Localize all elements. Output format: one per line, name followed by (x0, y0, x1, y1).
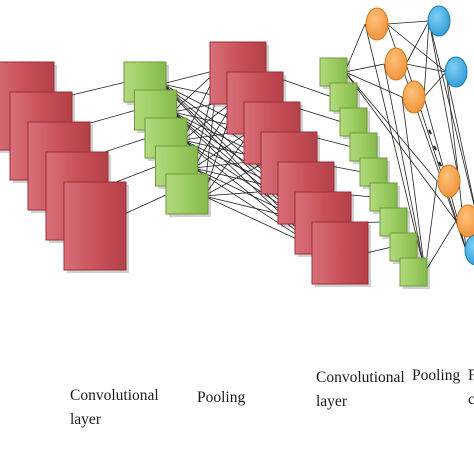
connection-line (428, 20, 474, 207)
hidden-neuron (437, 164, 461, 198)
pooling-layer-1 (123, 61, 211, 217)
conv-layer-1 (0, 61, 129, 273)
pool2-feature-map (319, 57, 348, 87)
hidden-neuron (384, 47, 408, 81)
connection-line (386, 23, 447, 73)
connection-line (161, 69, 219, 85)
connection-line (405, 20, 430, 65)
caption-line: c (468, 391, 474, 408)
connection-line (344, 23, 366, 73)
pooling-layer-1-caption: Pooling (197, 386, 245, 410)
caption-line: Pooling (197, 389, 246, 406)
hidden-neuron (402, 80, 426, 114)
hidden-neuron (365, 7, 389, 41)
pool2-feature-map (399, 257, 428, 287)
conv-layer-2-caption: Convolutional layer (316, 366, 405, 414)
output-neuron (444, 56, 468, 88)
connection-line (364, 23, 426, 273)
connection-line (182, 99, 236, 141)
caption-line: layer (316, 393, 347, 410)
connection-line (423, 20, 430, 98)
connection-line (424, 180, 438, 273)
connection-line (424, 220, 457, 273)
pool2-feature-map (349, 132, 378, 162)
connection-line (386, 20, 430, 25)
pool2-feature-map (379, 207, 408, 237)
pooling-layer-2 (319, 57, 430, 289)
caption-line: Convolutional (316, 369, 405, 386)
connection-line (365, 246, 393, 254)
conv-layer-1-caption: Convolutional layer (70, 384, 159, 432)
pool2-feature-map (329, 82, 358, 112)
connection-line (445, 71, 474, 205)
caption-line: Convolutional (70, 387, 159, 404)
pool2-feature-map (369, 182, 398, 212)
pooling-layer-2-caption: Pooling (412, 364, 460, 388)
ellipsis-mark (428, 129, 432, 135)
pool2-feature-map (339, 107, 368, 137)
caption-line: layer (70, 411, 101, 428)
ellipsis-mark (433, 145, 437, 151)
connection-line (445, 71, 460, 182)
connection-line (428, 20, 460, 182)
fully-connected-layer (365, 5, 474, 266)
output-neuron (464, 234, 474, 266)
pool2-feature-map (359, 157, 388, 187)
conv1-feature-map (63, 181, 127, 271)
fully-connected-caption: F c (468, 364, 474, 412)
connection-line (344, 71, 403, 98)
pool2-feature-map (389, 232, 418, 262)
connection-line (344, 71, 438, 182)
caption-line: F (468, 367, 474, 384)
hidden-neuron (456, 204, 474, 238)
caption-line: Pooling (412, 367, 461, 384)
conv-layer-2 (209, 41, 371, 287)
connection-line (401, 96, 426, 273)
connection-line (344, 63, 385, 73)
ellipsis-mark (438, 161, 442, 167)
conv2-feature-map (311, 221, 369, 285)
connection-line (203, 159, 270, 197)
connection-line (193, 129, 253, 169)
output-neuron (427, 5, 451, 37)
pool1-feature-map (165, 173, 209, 215)
connection-line (383, 63, 426, 273)
